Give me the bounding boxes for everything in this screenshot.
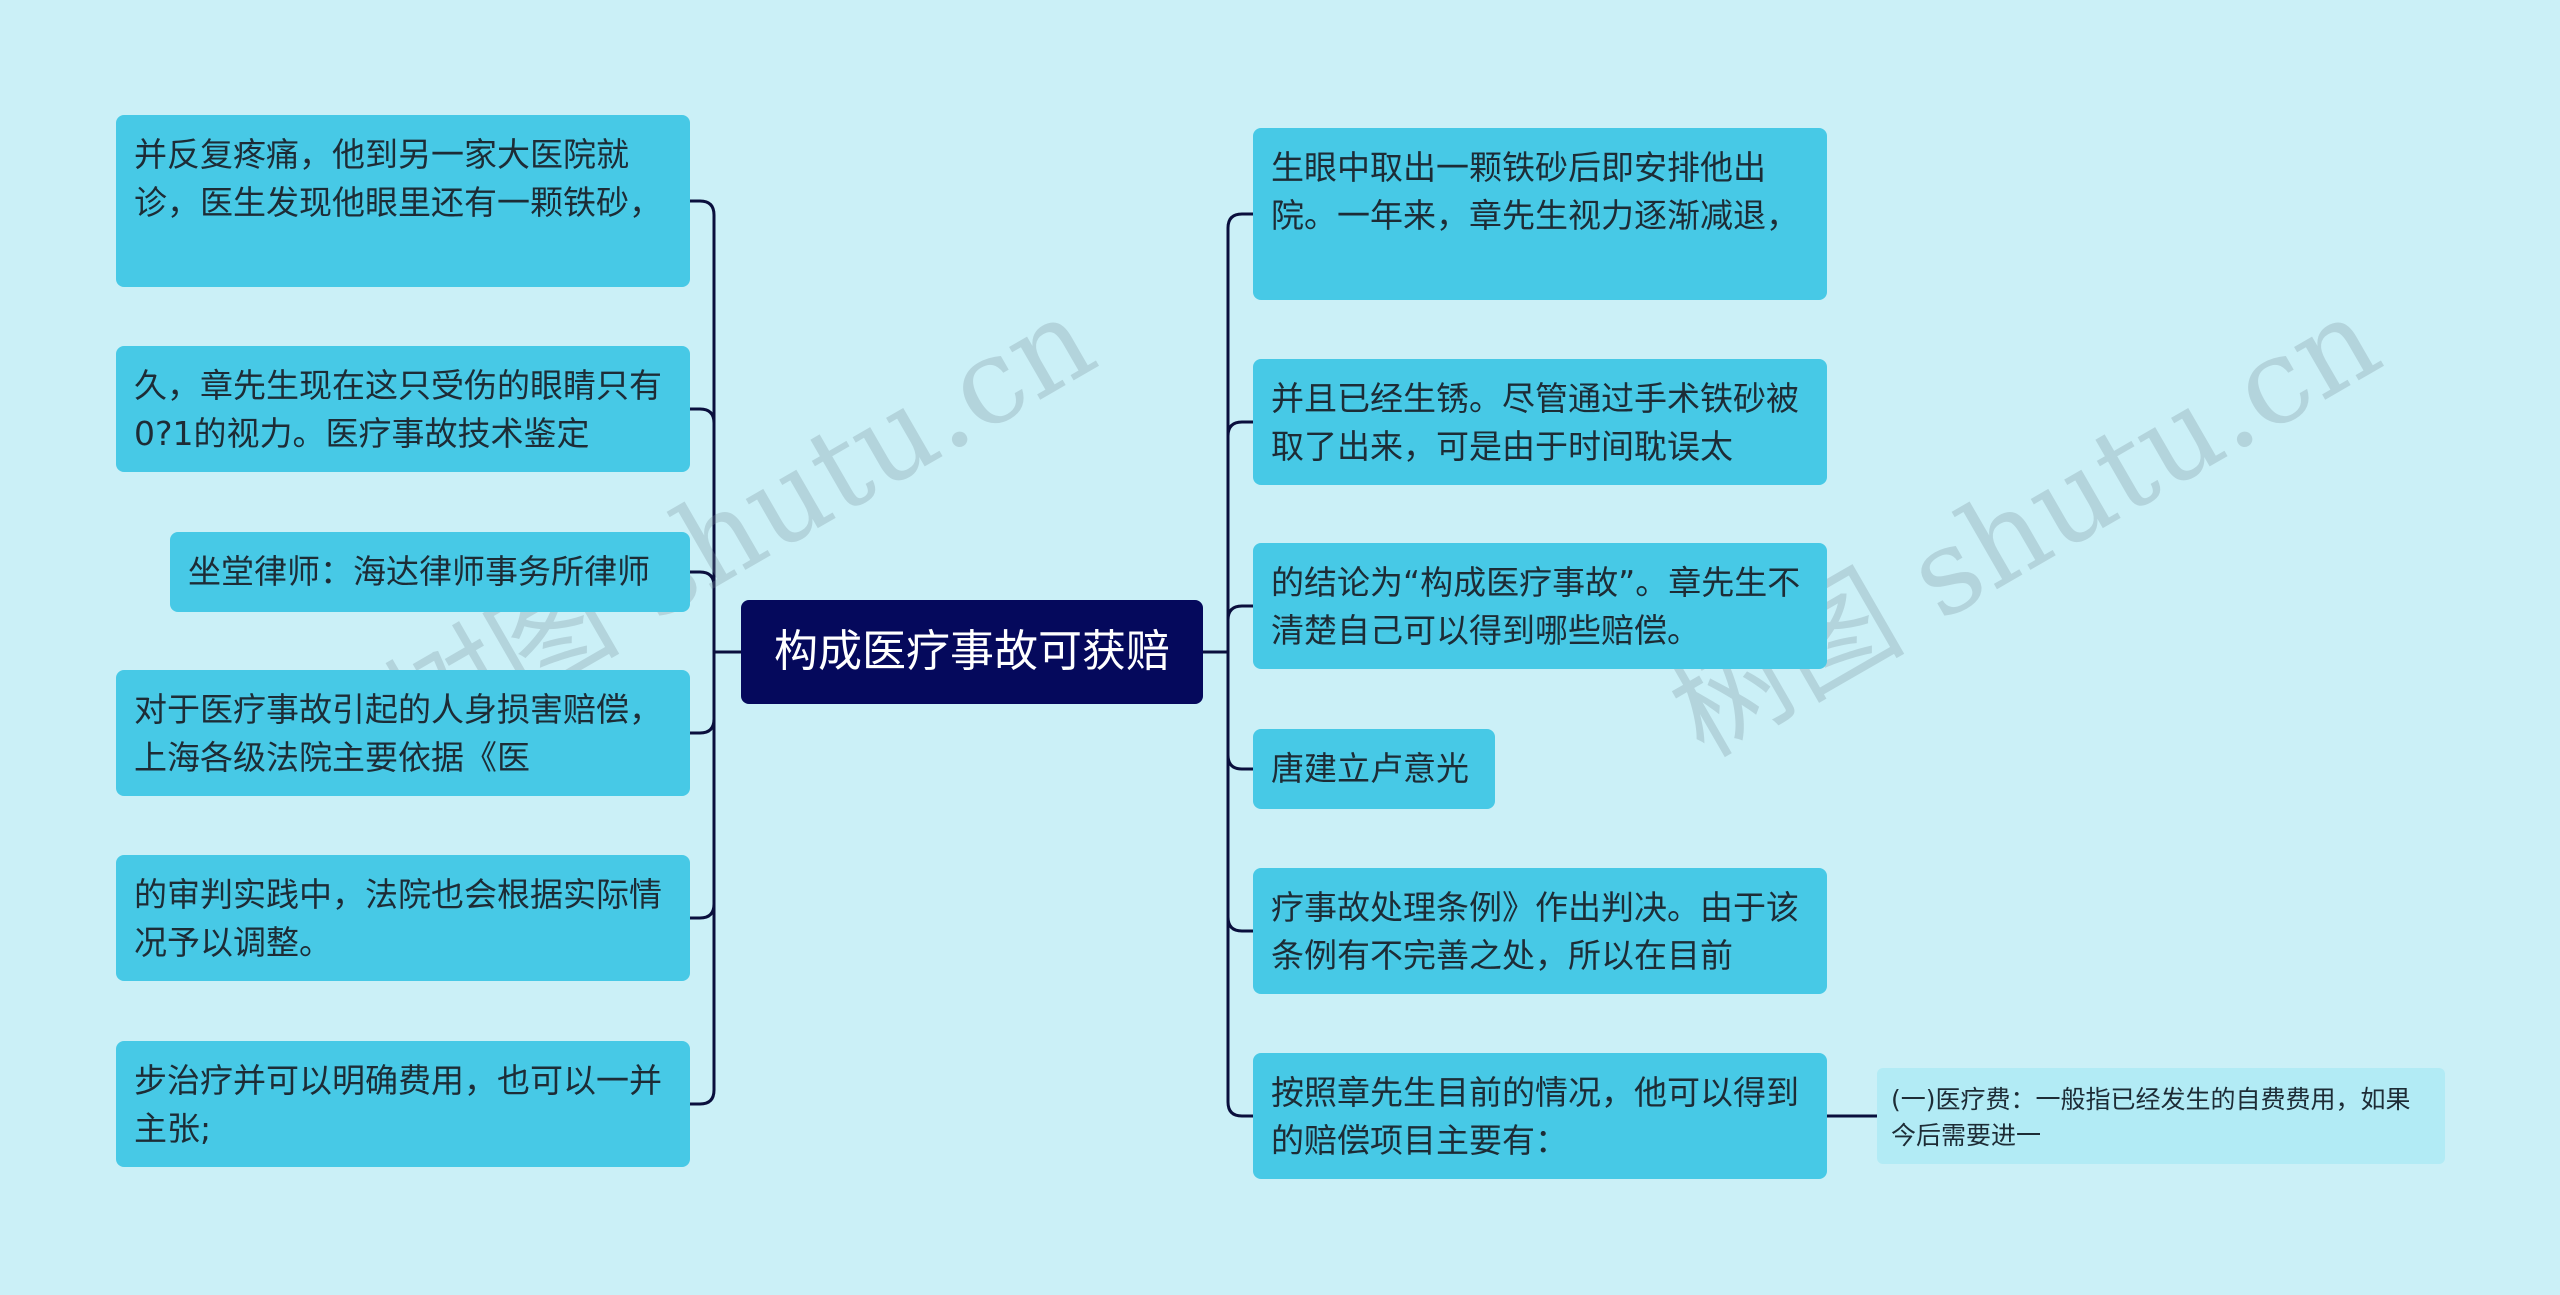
right-node-3[interactable]: 的结论为“构成医疗事故”。章先生不清楚自己可以得到哪些赔偿。 xyxy=(1253,543,1827,669)
sub-node-medical-fee[interactable]: (一)医疗费：一般指已经发生的自费费用，如果今后需要进一 xyxy=(1877,1068,2445,1164)
right-node-1[interactable]: 生眼中取出一颗铁砂后即安排他出院。一年来，章先生视力逐渐减退， xyxy=(1253,128,1827,300)
right-node-2[interactable]: 并且已经生锈。尽管通过手术铁砂被取了出来，可是由于时间耽误太 xyxy=(1253,359,1827,485)
connector-left-6 xyxy=(690,652,716,1106)
connector-left-4 xyxy=(690,652,716,735)
connector-left-1 xyxy=(690,199,716,652)
connector-right-1 xyxy=(1226,212,1253,652)
left-node-6[interactable]: 步治疗并可以明确费用，也可以一并主张; xyxy=(116,1041,690,1167)
left-node-4[interactable]: 对于医疗事故引起的人身损害赔偿，上海各级法院主要依据《医 xyxy=(116,670,690,796)
connector-right-2 xyxy=(1226,420,1253,652)
right-node-6[interactable]: 按照章先生目前的情况，他可以得到的赔偿项目主要有： xyxy=(1253,1053,1827,1179)
connector-right-5 xyxy=(1226,652,1253,933)
connector-right-4 xyxy=(1226,652,1253,771)
left-node-2[interactable]: 久，章先生现在这只受伤的眼睛只有0?1的视力。医疗事故技术鉴定 xyxy=(116,346,690,472)
left-node-3[interactable]: 坐堂律师：海达律师事务所律师 xyxy=(170,532,690,612)
connector-right-3 xyxy=(1226,604,1253,652)
root-topic[interactable]: 构成医疗事故可获赔 xyxy=(741,600,1203,704)
right-node-4[interactable]: 唐建立卢意光 xyxy=(1253,729,1495,809)
connector-left-5 xyxy=(690,652,716,920)
right-node-5[interactable]: 疗事故处理条例》作出判决。由于该条例有不完善之处，所以在目前 xyxy=(1253,868,1827,994)
left-node-5[interactable]: 的审判实践中，法院也会根据实际情况予以调整。 xyxy=(116,855,690,981)
left-node-1[interactable]: 并反复疼痛，他到另一家大医院就诊，医生发现他眼里还有一颗铁砂， xyxy=(116,115,690,287)
connector-left-3 xyxy=(690,570,716,652)
connector-left-2 xyxy=(690,407,716,652)
connector-right-6 xyxy=(1226,652,1253,1118)
